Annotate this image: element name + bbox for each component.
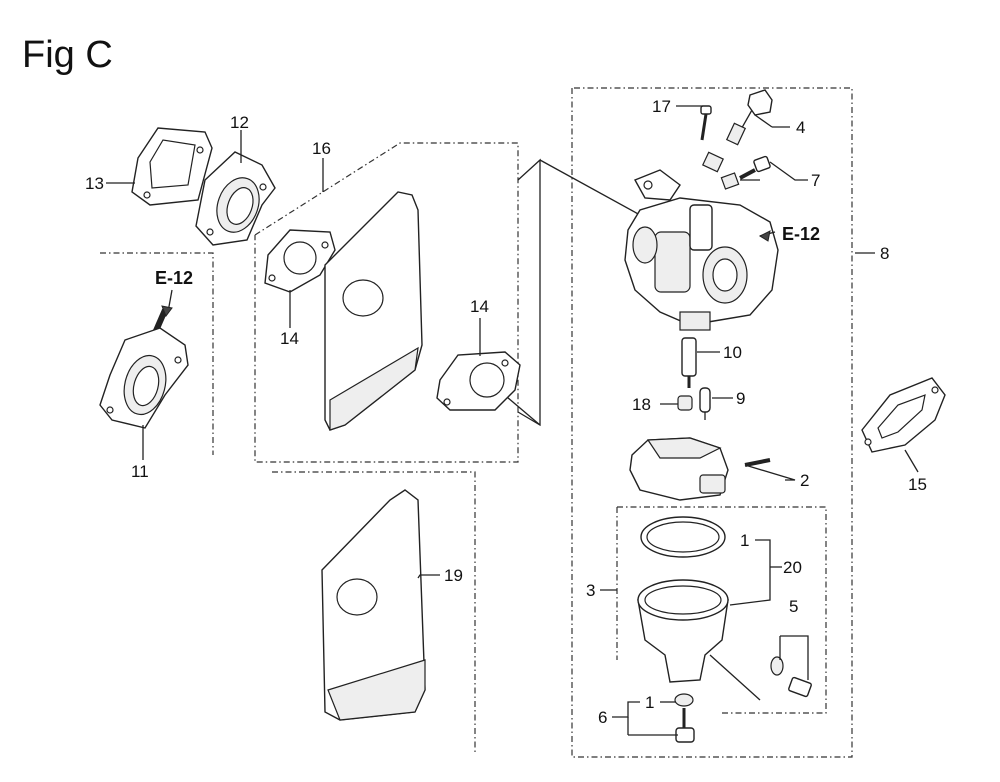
part-12-insulator	[195, 151, 276, 246]
label-14-right: 14	[470, 297, 489, 316]
frame-insulator-group	[254, 142, 519, 463]
part-1-oring	[640, 516, 726, 558]
label-17: 17	[652, 97, 671, 116]
part-15-gasket	[861, 377, 946, 453]
part-19-plate	[321, 489, 426, 721]
label-3: 3	[586, 581, 595, 600]
ref-label-e12-left: E-12	[155, 268, 193, 288]
part-9-valve	[699, 387, 711, 420]
label-18: 18	[632, 395, 651, 414]
frame-lower-group	[272, 471, 476, 752]
part-14-gasket-right	[436, 351, 521, 411]
connector-lines	[493, 158, 761, 701]
part-6-drain-screw	[674, 693, 695, 743]
label-1-lower: 1	[645, 693, 654, 712]
part-7-screw	[720, 155, 771, 190]
label-15: 15	[908, 475, 927, 494]
frame-carburetor-assembly	[571, 87, 853, 758]
figure-title: Fig C	[22, 34, 113, 76]
label-13: 13	[85, 174, 104, 193]
label-5: 5	[789, 597, 798, 616]
label-9: 9	[736, 389, 745, 408]
label-20: 20	[783, 558, 802, 577]
part-17-screw	[700, 105, 712, 141]
label-4: 4	[796, 118, 805, 137]
label-7: 7	[811, 171, 820, 190]
frame-left-group	[100, 252, 214, 455]
label-10: 10	[723, 343, 742, 362]
label-1-upper: 1	[740, 531, 749, 550]
label-6: 6	[598, 708, 607, 727]
label-16: 16	[312, 139, 331, 158]
leader-lines	[106, 105, 919, 736]
part-8-carburetor	[624, 169, 779, 331]
part-5-bolt	[770, 656, 812, 698]
part-10-nozzle	[681, 337, 697, 388]
ref-label-e12-right: E-12	[782, 224, 820, 244]
part-16-plate	[324, 191, 423, 431]
label-2: 2	[800, 471, 809, 490]
part-13-gasket	[131, 127, 213, 206]
label-11: 11	[131, 462, 149, 481]
reference-e12-right: E-12	[758, 224, 820, 244]
part-3-float-bowl	[637, 579, 729, 683]
part-14-gasket-left	[264, 229, 336, 293]
part-2-float	[629, 437, 771, 501]
label-8: 8	[880, 244, 889, 263]
label-12: 12	[230, 113, 249, 132]
part-11-insulator	[99, 308, 189, 429]
part-number-labels: 12 13 16 14 14 11 19 17 4 7 8 10 9 18 2 …	[85, 97, 927, 727]
reference-e12-left: E-12	[155, 268, 193, 318]
part-18-jet	[677, 395, 693, 411]
part-4-fitting	[701, 89, 773, 173]
label-19: 19	[444, 566, 463, 585]
label-14-left: 14	[280, 329, 299, 348]
frame-float-bowl-group	[616, 506, 827, 714]
